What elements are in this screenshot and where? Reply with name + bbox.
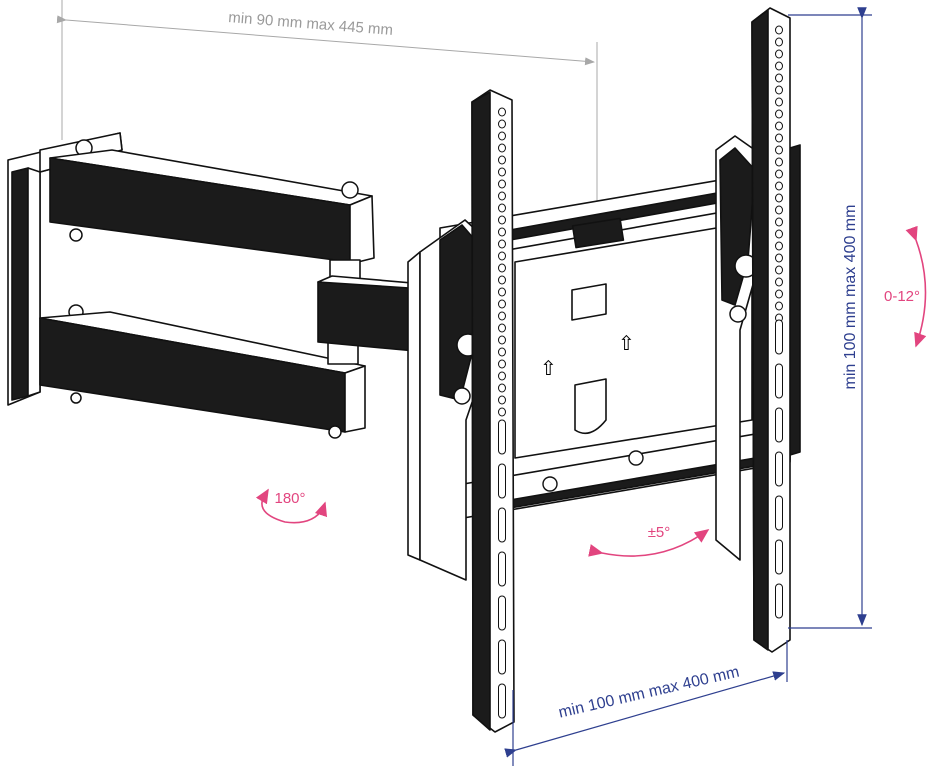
vesa-horizontal-label: min 100 mm max 400 mm bbox=[557, 664, 741, 722]
rail-hole bbox=[498, 215, 506, 225]
right-tilt-bracket bbox=[715, 135, 801, 561]
vesa-horizontal-dimension: min 100 mm max 400 mm bbox=[504, 640, 788, 766]
rail-hole bbox=[498, 395, 506, 405]
tilt-angle-label: 0-12° bbox=[884, 288, 920, 305]
center-plate: ⇧ ⇧ bbox=[514, 221, 753, 459]
rail-hole bbox=[498, 107, 506, 117]
bolt-icon bbox=[70, 392, 82, 404]
rail-hole bbox=[498, 323, 506, 333]
rail-slot bbox=[775, 583, 783, 619]
rail-hole bbox=[775, 97, 783, 107]
rail-slot bbox=[498, 683, 506, 719]
rail-hole bbox=[775, 133, 783, 143]
rail-hole bbox=[775, 181, 783, 191]
rail-hole bbox=[498, 311, 506, 321]
rail-hole bbox=[775, 145, 783, 155]
rail-hole bbox=[775, 121, 783, 131]
rail-hole bbox=[498, 119, 506, 129]
rail-hole bbox=[775, 241, 783, 251]
rail-slot bbox=[775, 539, 783, 575]
rail-hole bbox=[498, 287, 506, 297]
rail-hole bbox=[498, 155, 506, 165]
swivel-angle-label: 180° bbox=[274, 490, 305, 507]
rail-hole bbox=[775, 277, 783, 287]
rail-hole bbox=[498, 191, 506, 201]
rail-hole bbox=[498, 347, 506, 357]
rotation-angle-indicator: ±5° bbox=[588, 524, 710, 557]
rail-hole bbox=[775, 289, 783, 299]
rail-hole bbox=[498, 335, 506, 345]
rail-hole bbox=[498, 167, 506, 177]
rail-hole bbox=[498, 407, 506, 417]
rail-hole bbox=[775, 73, 783, 83]
up-arrow-icon: ⇧ bbox=[540, 358, 557, 380]
rail-hole bbox=[775, 205, 783, 215]
lower-arm bbox=[39, 311, 366, 439]
rail-slot bbox=[775, 495, 783, 531]
rail-slot bbox=[775, 319, 783, 355]
rail-slot bbox=[775, 363, 783, 399]
rail-hole bbox=[498, 143, 506, 153]
vesa-vertical-dimension: min 100 mm max 400 mm bbox=[788, 7, 872, 629]
rail-hole bbox=[775, 193, 783, 203]
rail-hole bbox=[775, 25, 783, 35]
rail-hole bbox=[775, 37, 783, 47]
rail-hole bbox=[498, 359, 506, 369]
rail-slot bbox=[775, 451, 783, 487]
rail-hole bbox=[775, 229, 783, 239]
rail-hole bbox=[498, 179, 506, 189]
rail-hole bbox=[775, 85, 783, 95]
swivel-angle-indicator: 180° bbox=[255, 488, 328, 524]
rail-slot bbox=[498, 507, 506, 543]
rail-hole bbox=[498, 227, 506, 237]
rail-hole bbox=[775, 217, 783, 227]
rail-hole bbox=[498, 383, 506, 393]
upper-arm bbox=[49, 149, 375, 265]
rail-hole bbox=[775, 61, 783, 71]
rail-slot bbox=[498, 595, 506, 631]
rail-slot bbox=[498, 639, 506, 675]
rail-hole bbox=[498, 239, 506, 249]
rail-slot bbox=[498, 463, 506, 499]
right-vertical-rail bbox=[751, 7, 791, 653]
rail-hole bbox=[775, 265, 783, 275]
vesa-vertical-label: min 100 mm max 400 mm bbox=[842, 205, 859, 390]
up-arrow-icon: ⇧ bbox=[618, 333, 635, 355]
rail-slot bbox=[498, 419, 506, 455]
rail-hole bbox=[775, 169, 783, 179]
rail-hole bbox=[498, 299, 506, 309]
tilt-angle-indicator: 0-12° bbox=[884, 225, 927, 348]
rail-slot bbox=[775, 407, 783, 443]
rail-hole bbox=[775, 157, 783, 167]
rail-hole bbox=[775, 253, 783, 263]
rotation-angle-label: ±5° bbox=[648, 524, 671, 541]
rail-hole bbox=[498, 371, 506, 381]
rail-hole bbox=[498, 203, 506, 213]
rail-hole bbox=[498, 275, 506, 285]
rail-slot bbox=[498, 551, 506, 587]
rail-hole bbox=[775, 301, 783, 311]
rail-hole bbox=[498, 263, 506, 273]
bolt-icon bbox=[69, 228, 83, 242]
rail-hole bbox=[498, 131, 506, 141]
left-vertical-rail bbox=[471, 89, 515, 733]
rail-hole bbox=[775, 49, 783, 59]
rail-hole bbox=[775, 109, 783, 119]
rail-hole bbox=[498, 251, 506, 261]
